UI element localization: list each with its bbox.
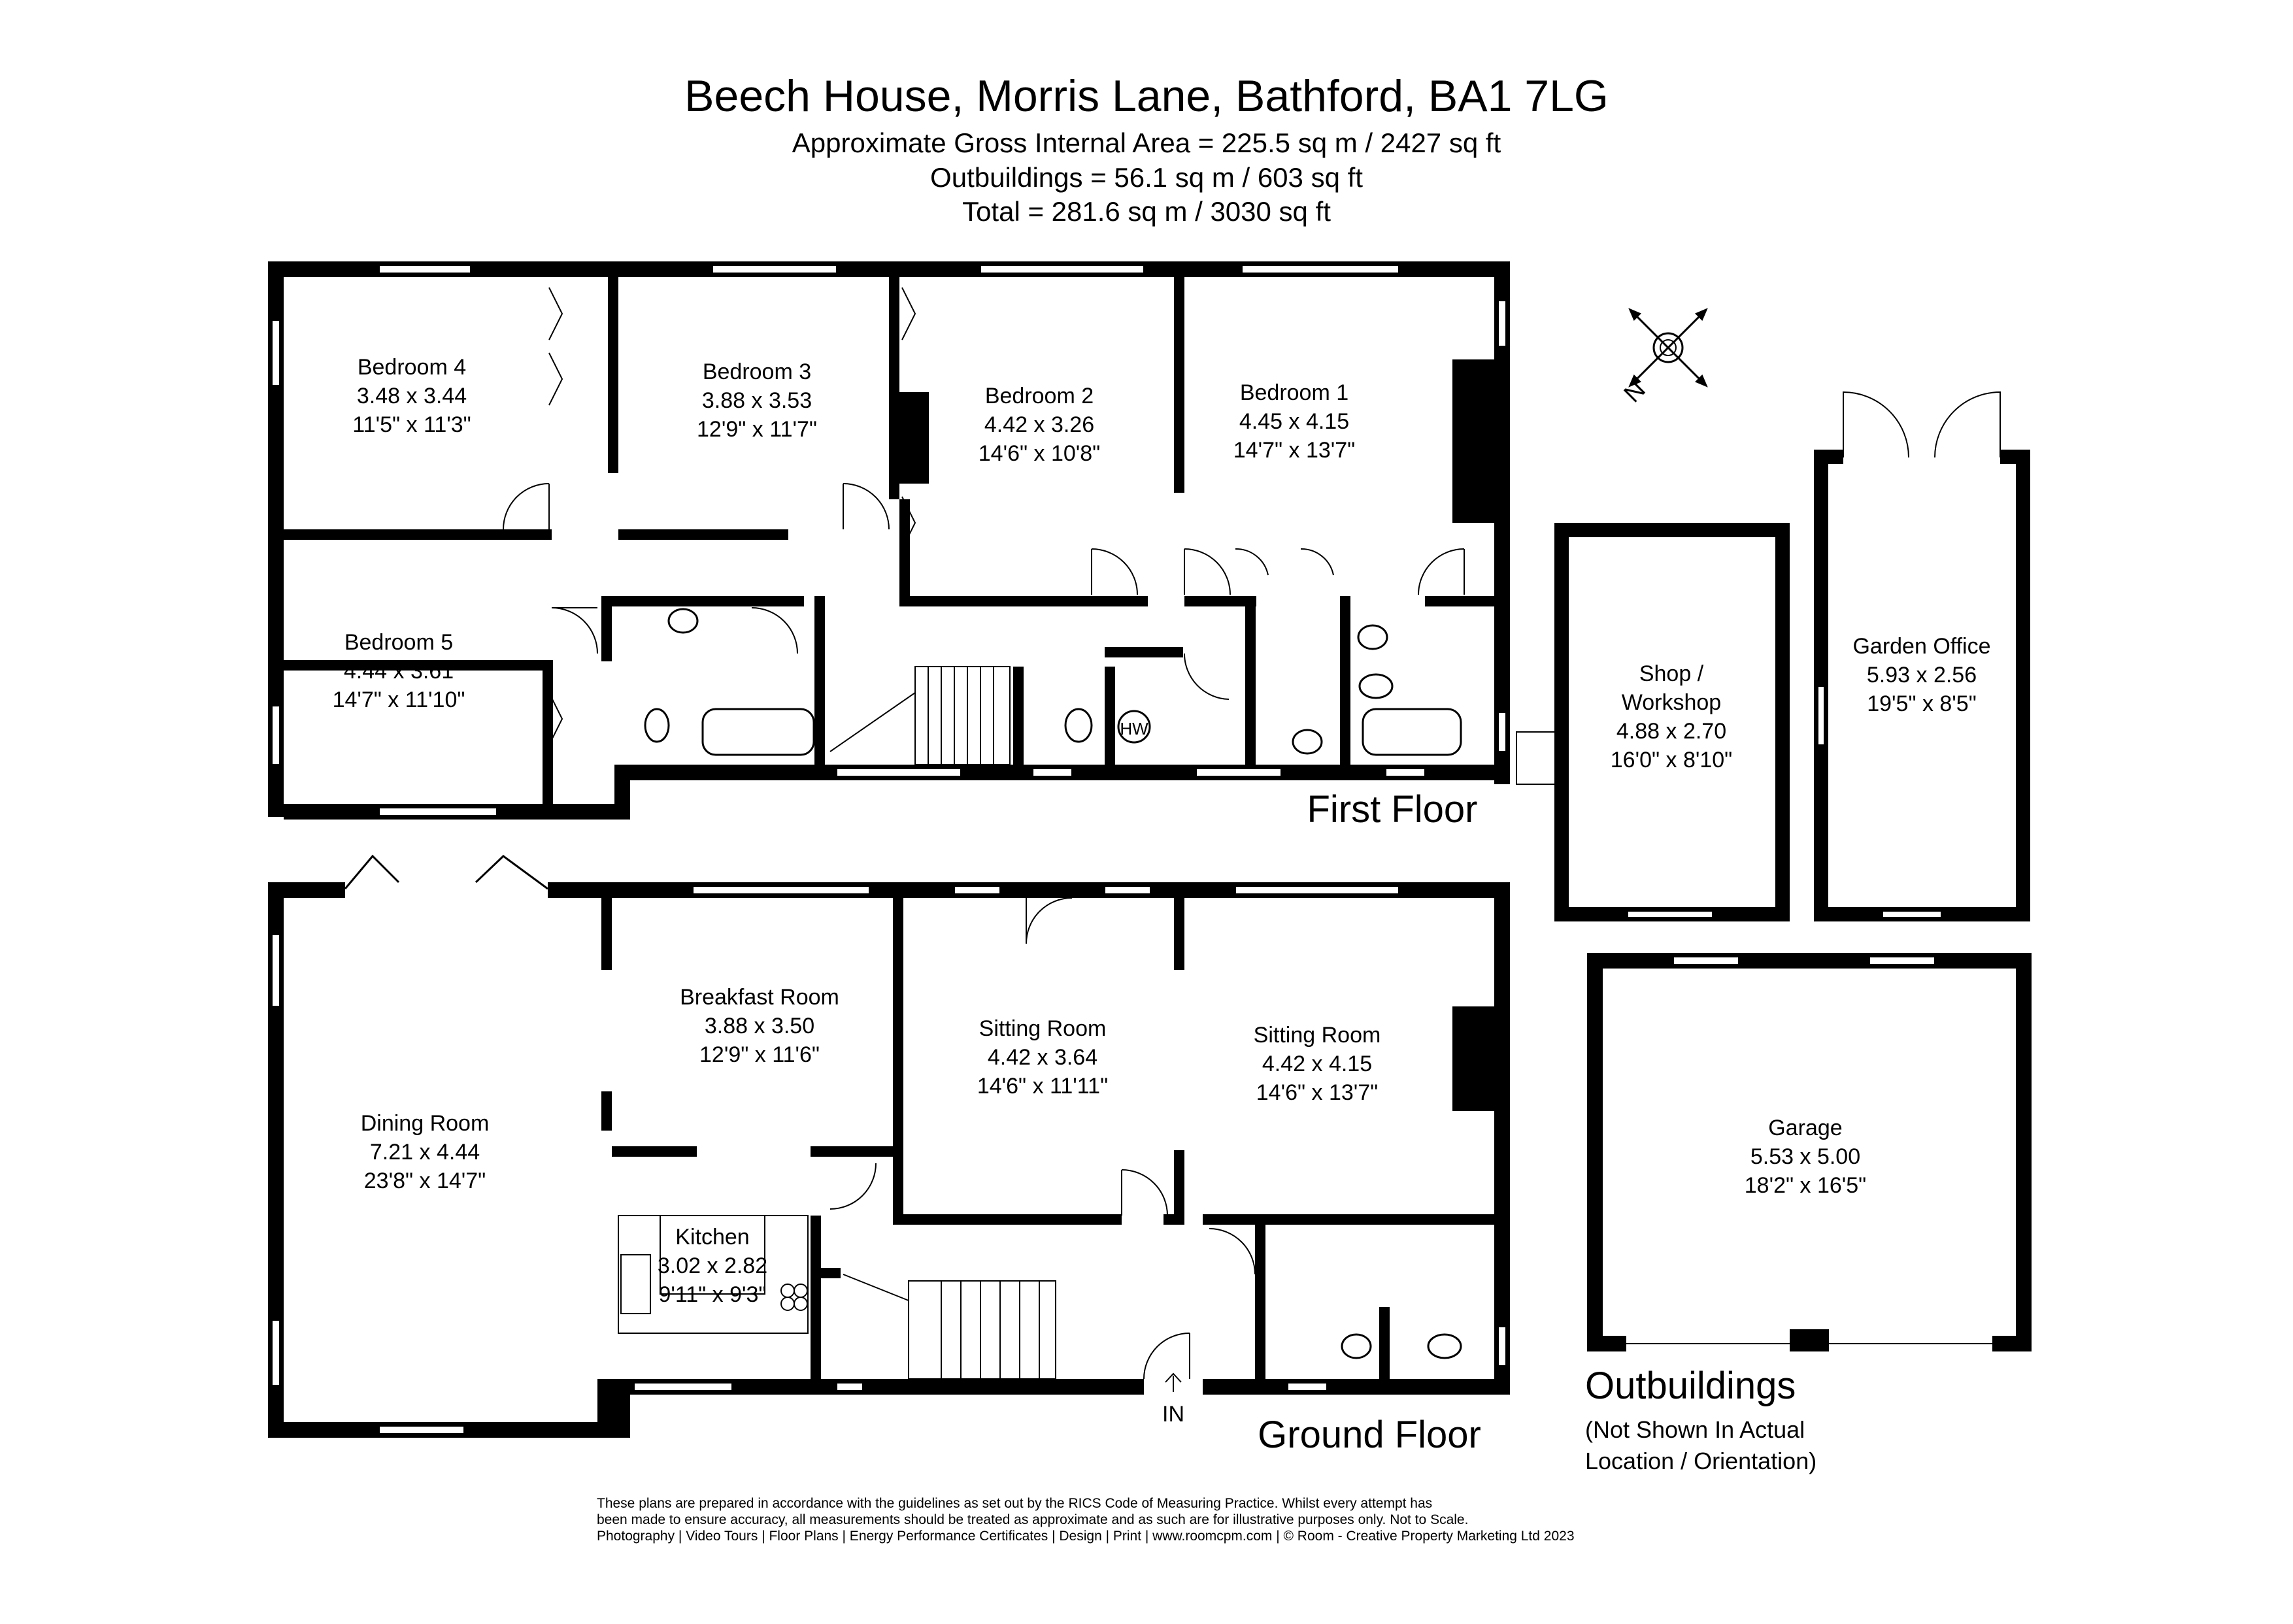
svg-text:Sitting Room: Sitting Room bbox=[1254, 1023, 1381, 1048]
area-main: Approximate Gross Internal Area = 225.5 … bbox=[792, 127, 1501, 158]
svg-text:Sitting Room: Sitting Room bbox=[979, 1016, 1107, 1041]
svg-text:4.44 x 3.61: 4.44 x 3.61 bbox=[344, 659, 454, 684]
svg-text:Bedroom 1: Bedroom 1 bbox=[1240, 380, 1348, 405]
ground-floor-plan: IN Dining Room 7.21 x 4.44 23'8" x 14'7"… bbox=[268, 854, 1510, 1456]
svg-text:4.42 x 4.15: 4.42 x 4.15 bbox=[1262, 1052, 1372, 1076]
entrance-label: IN bbox=[1162, 1402, 1184, 1427]
svg-text:Garage: Garage bbox=[1768, 1116, 1842, 1140]
svg-text:12'9" x 11'6": 12'9" x 11'6" bbox=[699, 1042, 820, 1067]
staircase-first bbox=[829, 666, 1011, 765]
outbuildings-label: Outbuildings bbox=[1585, 1365, 1796, 1407]
room-breakfast: Breakfast Room 3.88 x 3.50 12'9" x 11'6" bbox=[680, 985, 839, 1067]
svg-text:4.45 x 4.15: 4.45 x 4.15 bbox=[1239, 409, 1349, 434]
svg-text:Kitchen: Kitchen bbox=[675, 1225, 749, 1250]
disclaimer: These plans are prepared in accordance w… bbox=[597, 1496, 1575, 1544]
compass-north-label: N bbox=[1619, 376, 1651, 408]
svg-text:5.53 x 5.00: 5.53 x 5.00 bbox=[1750, 1144, 1860, 1169]
svg-text:16'0" x 8'10": 16'0" x 8'10" bbox=[1611, 748, 1732, 772]
outbuildings-plan: Shop / Workshop 4.88 x 2.70 16'0" x 8'10… bbox=[1516, 391, 2032, 1474]
svg-text:14'6" x 10'8": 14'6" x 10'8" bbox=[979, 441, 1100, 466]
svg-text:Garden Office: Garden Office bbox=[1852, 634, 1990, 659]
svg-text:Breakfast Room: Breakfast Room bbox=[680, 985, 839, 1010]
svg-text:3.88 x 3.53: 3.88 x 3.53 bbox=[702, 388, 812, 413]
svg-text:14'6" x 13'7": 14'6" x 13'7" bbox=[1256, 1080, 1378, 1105]
svg-text:4.42 x 3.64: 4.42 x 3.64 bbox=[988, 1045, 1097, 1070]
svg-text:14'7" x 13'7": 14'7" x 13'7" bbox=[1233, 438, 1355, 463]
svg-text:11'5" x 11'3": 11'5" x 11'3" bbox=[352, 412, 471, 437]
room-bedroom-5: Bedroom 5 4.44 x 3.61 14'7" x 11'10" bbox=[333, 630, 465, 712]
svg-text:Workshop: Workshop bbox=[1622, 690, 1721, 715]
room-bedroom-4: Bedroom 4 3.48 x 3.44 11'5" x 11'3" bbox=[352, 355, 471, 437]
room-bedroom-3: Bedroom 3 3.88 x 3.53 12'9" x 11'7" bbox=[697, 359, 817, 442]
svg-text:These plans are prepared in ac: These plans are prepared in accordance w… bbox=[597, 1496, 1432, 1511]
svg-text:14'7" x 11'10": 14'7" x 11'10" bbox=[333, 688, 465, 712]
svg-text:Bedroom 2: Bedroom 2 bbox=[985, 384, 1094, 408]
svg-text:3.02 x 2.82: 3.02 x 2.82 bbox=[658, 1253, 767, 1278]
svg-text:5.93 x 2.56: 5.93 x 2.56 bbox=[1867, 663, 1977, 688]
svg-text:been made to ensure accuracy,: been made to ensure accuracy, all measur… bbox=[597, 1512, 1468, 1527]
compass-icon bbox=[1628, 308, 1708, 388]
svg-text:Bedroom 3: Bedroom 3 bbox=[703, 359, 811, 384]
svg-text:Bedroom 5: Bedroom 5 bbox=[344, 630, 453, 655]
svg-text:4.42 x 3.26: 4.42 x 3.26 bbox=[984, 412, 1094, 437]
room-dining: Dining Room 7.21 x 4.44 23'8" x 14'7" bbox=[361, 1111, 490, 1193]
room-garage: Garage 5.53 x 5.00 18'2" x 16'5" bbox=[1745, 1116, 1866, 1198]
svg-text:9'11" x 9'3": 9'11" x 9'3" bbox=[658, 1282, 766, 1307]
svg-text:3.88 x 3.50: 3.88 x 3.50 bbox=[705, 1014, 814, 1038]
room-workshop: Shop / Workshop 4.88 x 2.70 16'0" x 8'10… bbox=[1611, 661, 1732, 772]
svg-text:19'5" x 8'5": 19'5" x 8'5" bbox=[1867, 691, 1977, 716]
svg-text:12'9" x 11'7": 12'9" x 11'7" bbox=[697, 417, 817, 442]
first-floor-label: First Floor bbox=[1307, 788, 1478, 831]
room-sitting-2: Sitting Room 4.42 x 4.15 14'6" x 13'7" bbox=[1254, 1023, 1381, 1105]
ground-floor-label: Ground Floor bbox=[1258, 1414, 1481, 1456]
svg-text:Shop /: Shop / bbox=[1639, 661, 1704, 686]
svg-text:Bedroom 4: Bedroom 4 bbox=[358, 355, 466, 380]
staircase-ground bbox=[843, 1274, 1056, 1380]
plan-title: Beech House, Morris Lane, Bathford, BA1 … bbox=[684, 71, 1609, 121]
svg-text:3.48 x 3.44: 3.48 x 3.44 bbox=[357, 384, 467, 408]
svg-text:18'2" x 16'5": 18'2" x 16'5" bbox=[1745, 1173, 1866, 1198]
area-total: Total = 281.6 sq m / 3030 sq ft bbox=[962, 196, 1331, 227]
room-garden-office: Garden Office 5.93 x 2.56 19'5" x 8'5" bbox=[1852, 634, 1990, 716]
first-floor-plan: HW bbox=[268, 261, 1510, 831]
outbuildings-note-1: (Not Shown In Actual bbox=[1585, 1416, 1805, 1443]
room-bedroom-1: Bedroom 1 4.45 x 4.15 14'7" x 13'7" bbox=[1233, 380, 1355, 463]
room-sitting-1: Sitting Room 4.42 x 3.64 14'6" x 11'11" bbox=[977, 1016, 1108, 1099]
svg-text:14'6" x 11'11": 14'6" x 11'11" bbox=[977, 1074, 1108, 1099]
svg-text:Dining Room: Dining Room bbox=[361, 1111, 490, 1136]
outbuildings-note-2: Location / Orientation) bbox=[1585, 1448, 1816, 1474]
svg-text:4.88 x 2.70: 4.88 x 2.70 bbox=[1616, 719, 1726, 744]
room-bedroom-2: Bedroom 2 4.42 x 3.26 14'6" x 10'8" bbox=[979, 384, 1100, 466]
svg-text:23'8" x 14'7": 23'8" x 14'7" bbox=[364, 1168, 486, 1193]
svg-text:7.21 x 4.44: 7.21 x 4.44 bbox=[370, 1140, 480, 1165]
svg-text:Photography | Video Tours | Fl: Photography | Video Tours | Floor Plans … bbox=[597, 1529, 1575, 1544]
room-kitchen: Kitchen 3.02 x 2.82 9'11" x 9'3" bbox=[658, 1225, 767, 1307]
area-outbuildings: Outbuildings = 56.1 sq m / 603 sq ft bbox=[930, 162, 1363, 193]
hot-water-label: HW bbox=[1120, 719, 1148, 738]
